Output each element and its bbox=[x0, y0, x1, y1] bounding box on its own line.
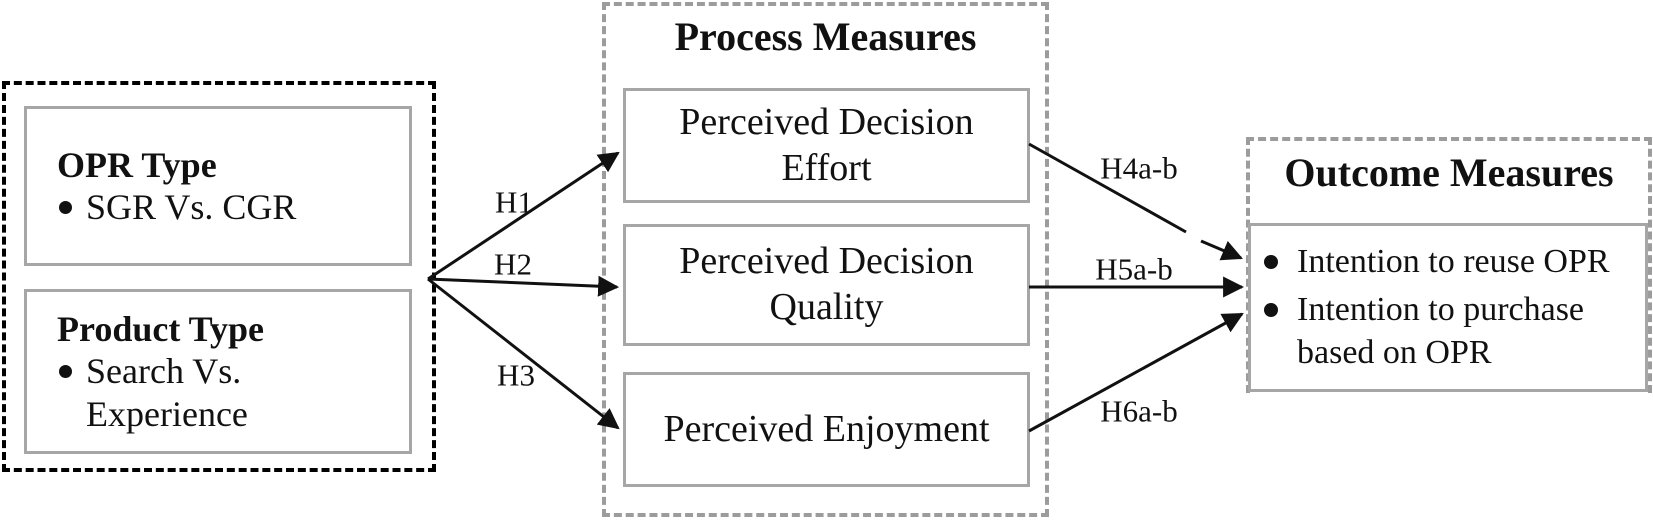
hypothesis-label-h4: H4a-b bbox=[1100, 150, 1178, 186]
arrow-h3 bbox=[427, 277, 620, 430]
product-type-item: Search Vs. Experience bbox=[57, 350, 397, 435]
perceived-decision-effort-box: Perceived Decision Effort bbox=[623, 88, 1030, 203]
hypothesis-label-h2: H2 bbox=[494, 246, 532, 282]
opr-type-item: SGR Vs. CGR bbox=[57, 186, 397, 228]
product-type-item-text: Search Vs. Experience bbox=[86, 351, 248, 434]
outcome-item: Intention to purchase based on OPR bbox=[1264, 289, 1637, 373]
outcome-measures-box: Intention to reuse OPR Intention to purc… bbox=[1248, 223, 1648, 392]
opr-type-title: OPR Type bbox=[57, 144, 217, 185]
perceived-decision-quality-box: Perceived Decision Quality bbox=[623, 224, 1030, 346]
arrow-h4 bbox=[1200, 239, 1243, 261]
perceived-enjoyment-text: Perceived Enjoyment bbox=[663, 407, 990, 450]
perceived-decision-effort-text: Perceived Decision Effort bbox=[679, 100, 974, 189]
opr-type-box: OPR Type SGR Vs. CGR bbox=[24, 106, 412, 266]
hypothesis-label-h1: H1 bbox=[495, 184, 533, 220]
hypothesis-label-h6: H6a-b bbox=[1100, 393, 1178, 429]
input-panel: OPR Type SGR Vs. CGR Product Type Search… bbox=[2, 81, 436, 472]
perceived-decision-quality-text: Perceived Decision Quality bbox=[679, 240, 974, 328]
bullet-dot bbox=[59, 365, 72, 379]
hypothesis-label-h3: H3 bbox=[497, 357, 535, 393]
process-measures-title: Process Measures bbox=[674, 14, 977, 59]
outcome-item: Intention to reuse OPR bbox=[1264, 241, 1637, 283]
outcome-measures-title: Outcome Measures bbox=[1284, 150, 1614, 195]
hypothesis-label-h5: H5a-b bbox=[1095, 251, 1173, 287]
outcome-item-text: Intention to purchase based on OPR bbox=[1297, 291, 1585, 371]
product-type-title: Product Type bbox=[57, 308, 265, 349]
opr-type-item-text: SGR Vs. CGR bbox=[86, 187, 297, 227]
bullet-dot bbox=[1264, 303, 1278, 318]
outcome-item-text: Intention to reuse OPR bbox=[1297, 243, 1610, 281]
perceived-enjoyment-box: Perceived Enjoyment bbox=[623, 372, 1030, 487]
product-type-box: Product Type Search Vs. Experience bbox=[24, 289, 412, 454]
bullet-dot bbox=[1264, 255, 1278, 270]
bullet-dot bbox=[59, 201, 72, 214]
